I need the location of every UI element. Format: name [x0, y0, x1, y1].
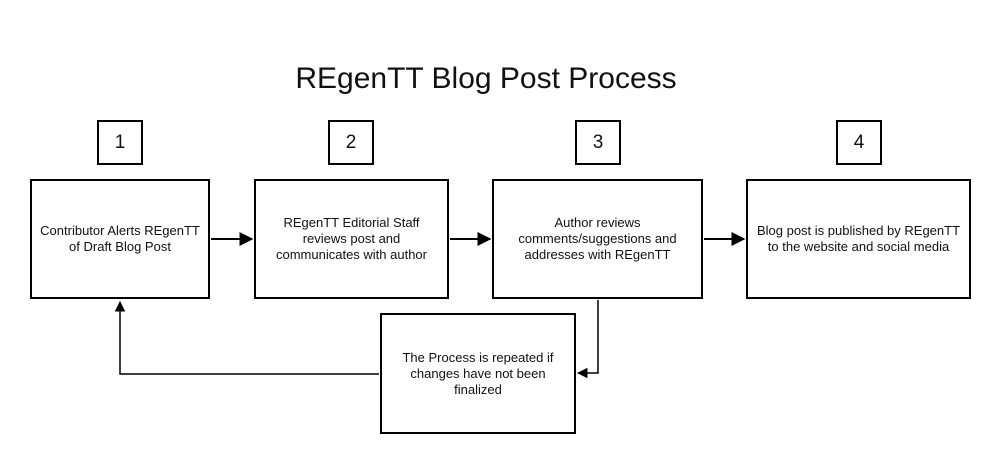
- step-number-2: 2: [328, 120, 374, 165]
- step-text-4: Blog post is published by REgenTT to the…: [756, 223, 961, 254]
- arrow-feedback-to-1: [114, 300, 379, 375]
- step-box-1: Contributor Alerts REgenTT of Draft Blog…: [30, 179, 210, 299]
- feedback-text: The Process is repeated if changes have …: [402, 349, 554, 397]
- step-number-3: 3: [575, 120, 621, 165]
- step-number-1: 1: [97, 120, 143, 165]
- step-text-3: Author reviews comments/suggestions and …: [518, 215, 677, 262]
- step-box-3: Author reviews comments/suggestions and …: [492, 179, 703, 299]
- step-box-2: REgenTT Editorial Staff reviews post and…: [254, 179, 449, 299]
- diagram-title: REgenTT Blog Post Process: [295, 62, 677, 95]
- step-box-4: Blog post is published by REgenTT to the…: [746, 179, 971, 299]
- step-number-4: 4: [836, 120, 882, 165]
- step-text-2: REgenTT Editorial Staff reviews post and…: [275, 215, 427, 262]
- feedback-box: The Process is repeated if changes have …: [380, 313, 576, 434]
- step-text-1: Contributor Alerts REgenTT of Draft Blog…: [40, 223, 200, 254]
- arrow-3-to-feedback: [576, 300, 599, 379]
